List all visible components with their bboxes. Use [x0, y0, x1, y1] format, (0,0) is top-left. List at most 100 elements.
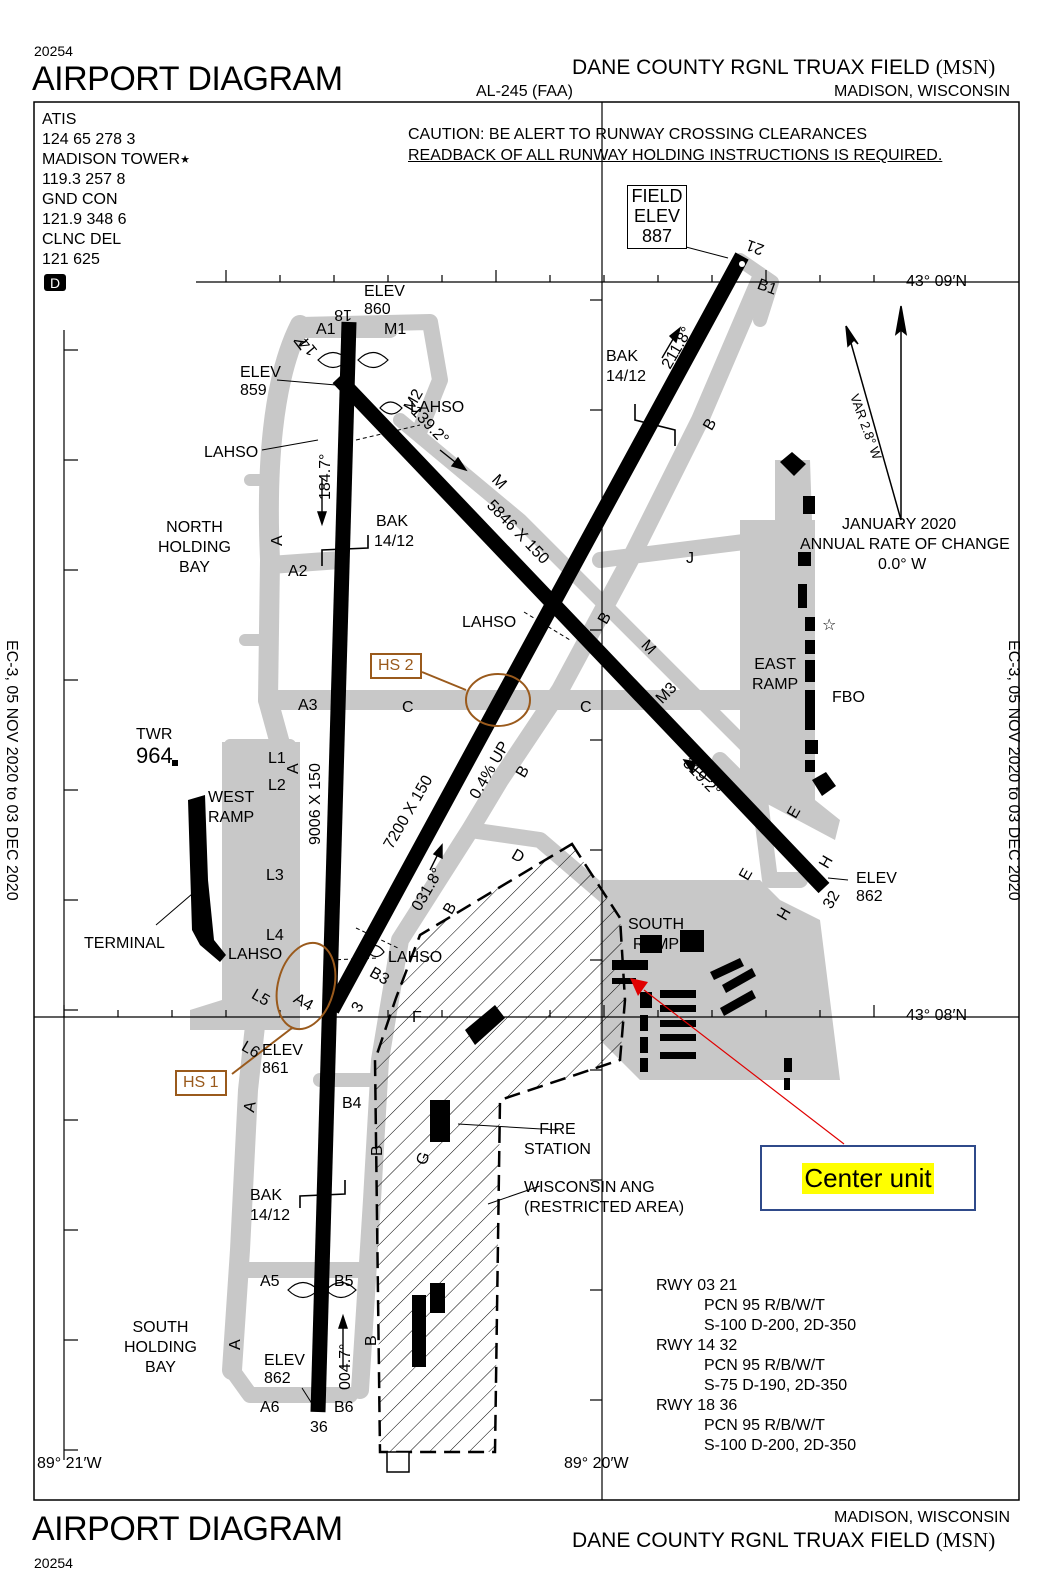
- fire-station-building: [430, 1100, 450, 1142]
- west-ramp-area: [190, 742, 300, 1030]
- tower-label: MADISON TOWER★: [42, 151, 190, 168]
- hotspots: [231, 671, 531, 1075]
- lon-right: 89° 20′W: [564, 1455, 629, 1472]
- field-elev-label-2: ELEV: [633, 206, 681, 226]
- twy-B6: B6: [334, 1399, 354, 1416]
- twy-C-w: C: [402, 699, 414, 716]
- twy-L5: L5: [249, 986, 273, 1010]
- bak-markers: [299, 404, 676, 1208]
- hold-lines: [329, 424, 571, 961]
- twy-B1: B1: [755, 276, 779, 299]
- twy-A5: A5: [260, 1273, 280, 1290]
- twy-M1: M1: [384, 321, 406, 338]
- rwy-18-label: 18: [334, 306, 352, 323]
- pcn-rwy3-pcn: PCN 95 R/B/W/T: [704, 1417, 825, 1434]
- tower-height: 964: [136, 743, 173, 768]
- lat-top: 43° 09′N: [906, 273, 967, 290]
- pcn-rwy1-wt: S-100 D-200, 2D-350: [704, 1317, 857, 1334]
- graticule-ticks: [63, 270, 875, 1451]
- lat-bottom: 43° 08′N: [906, 1007, 967, 1024]
- lahso-label-5: LAHSO: [388, 949, 443, 966]
- twy-L3: L3: [266, 867, 284, 884]
- mag-date: JANUARY 2020: [842, 516, 957, 533]
- pcn-rwy2-wt: S-75 D-190, 2D-350: [704, 1377, 848, 1394]
- mag-rate-label: ANNUAL RATE OF CHANGE: [800, 536, 1010, 553]
- clnc-freq: 121 625: [42, 251, 100, 268]
- runway-14-32: [332, 372, 830, 894]
- rwy-3-label: 3: [348, 999, 367, 1015]
- twy-A-4: A: [241, 1100, 260, 1114]
- twy-A6: A6: [260, 1399, 280, 1416]
- fbo-star-icon: ☆: [822, 617, 837, 634]
- twy-H: H: [816, 853, 837, 872]
- field-elev-box: FIELD ELEV 887: [627, 185, 687, 249]
- lahso-label-2: LAHSO: [204, 444, 259, 461]
- twy-A2: A2: [288, 563, 308, 580]
- clnc-label: CLNC DEL: [42, 231, 122, 248]
- twy-B4: B4: [342, 1095, 362, 1112]
- freq-panel: ATIS 124 65 278 3 MADISON TOWER★ 119.3 2…: [42, 110, 190, 270]
- twy-B-sw: B: [363, 1335, 380, 1346]
- star-icon: ★: [180, 154, 190, 166]
- leader-lines: [155, 246, 849, 1411]
- runway-18-36: [310, 321, 357, 1413]
- twy-B-s: B: [513, 763, 533, 781]
- rwy-21-label: 21: [744, 236, 767, 258]
- twy-B5: B5: [334, 1273, 354, 1290]
- twy-A1: A1: [316, 321, 336, 338]
- twy-A3: A3: [298, 697, 318, 714]
- terminal-building: [188, 795, 226, 962]
- south-ramp-area: [600, 880, 840, 1080]
- twy-G: G: [413, 1150, 433, 1168]
- twy-L4: L4: [266, 927, 284, 944]
- hotspot-hs1: HS 1: [175, 1070, 227, 1096]
- twy-D: D: [509, 846, 528, 867]
- hotspot-hs2: HS 2: [370, 653, 422, 679]
- pcn-rwy2-pcn: PCN 95 R/B/W/T: [704, 1357, 825, 1374]
- twy-F: F: [412, 1009, 422, 1026]
- north-east-apron: [775, 460, 812, 520]
- ang-hangar-1: [465, 1005, 505, 1045]
- twy-C-e: C: [580, 699, 592, 716]
- d-badge-box: [44, 274, 66, 291]
- gnd-label: GND CON: [42, 191, 118, 208]
- arresting-gear: [287, 351, 403, 1299]
- terminal-label: TERMINAL: [84, 935, 165, 952]
- twy-A-5: A: [227, 1339, 244, 1350]
- procedure-id: AL-245 (FAA): [476, 83, 573, 100]
- tower-freq: 119.3 257 8: [42, 171, 126, 188]
- pcn-rwy1-pcn: PCN 95 R/B/W/T: [704, 1297, 825, 1314]
- location-bottom: MADISON, WISCONSIN: [834, 1509, 1011, 1526]
- diagram-frame: [33, 101, 1020, 1501]
- hdg-004: 004.7°: [337, 1344, 354, 1390]
- runways: [310, 252, 830, 1413]
- center-unit-callout: Center unit: [760, 1145, 976, 1211]
- twy-L1: L1: [268, 750, 286, 767]
- fbo-label: FBO: [832, 689, 865, 706]
- atis-label: ATIS: [42, 111, 77, 128]
- twy-L2: L2: [268, 777, 286, 794]
- page-title-bottom: AIRPORT DIAGRAM: [32, 1510, 343, 1548]
- twy-A-3: A: [285, 763, 302, 774]
- twy-B-w: B: [369, 1145, 386, 1156]
- mag-var-label: VAR 2.8° W: [847, 392, 885, 462]
- tower-building: [172, 760, 178, 766]
- buildings: [172, 452, 836, 1367]
- hdg-184: 184.7°: [317, 454, 334, 500]
- ang-entrance: [386, 1451, 410, 1473]
- pcn-rwy1: RWY 03 21: [656, 1277, 738, 1294]
- lahso-label-1: LAHSO: [410, 399, 465, 416]
